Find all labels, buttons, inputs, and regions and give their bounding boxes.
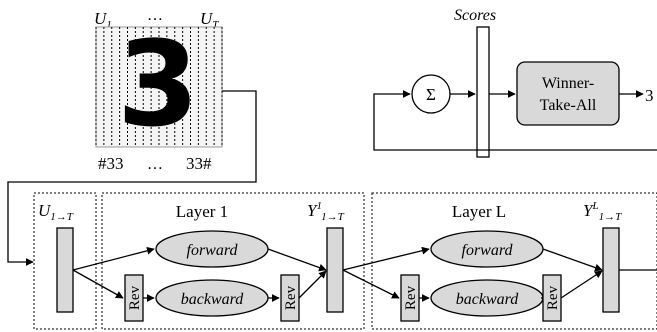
forward-to-output-l-arrow bbox=[542, 248, 603, 272]
layer-1-rev-out-label: Rev bbox=[283, 285, 299, 310]
scores-label: Scores bbox=[454, 7, 496, 24]
scores-vector bbox=[476, 26, 490, 158]
sum-symbol: Σ bbox=[426, 85, 436, 104]
layer-l-output-vector bbox=[602, 227, 620, 313]
feedback-to-sum-arrow bbox=[373, 90, 657, 151]
output-1-to-rev-l-arrow bbox=[342, 269, 400, 299]
layer-1-block: Layer 1 Y11→T forward backward Rev Rev bbox=[72, 192, 365, 330]
layer-1-frame bbox=[101, 192, 365, 330]
layer-l-arrows bbox=[342, 246, 657, 302]
output-digit: 3 bbox=[645, 86, 654, 105]
layer-l-block: Layer L YL1→T forward backward Rev Rev bbox=[342, 192, 657, 330]
input-sequence-frame bbox=[33, 192, 97, 330]
handwritten-digit: 3 bbox=[117, 15, 199, 153]
layer-l-frame bbox=[371, 192, 657, 330]
decision-panel: Scores Σ Winner- Take-All 3 bbox=[373, 7, 657, 158]
wta-label-line1: Winner- bbox=[542, 75, 594, 92]
image-to-sequence-arrow bbox=[7, 90, 257, 266]
input-to-rev-1-arrow bbox=[72, 269, 124, 299]
input-image-panel: U1 … UT 3 #33 … 33# bbox=[94, 7, 223, 173]
input-bottom-right-label: 33# bbox=[186, 154, 212, 173]
input-top-ellipsis: … bbox=[147, 7, 163, 24]
wta-label-line2: Take-All bbox=[540, 97, 597, 114]
layer-l-rev-out-label: Rev bbox=[545, 285, 561, 310]
output-1-to-forward-l-arrow bbox=[342, 246, 430, 271]
layer-1-output-label: Y11→T bbox=[307, 200, 345, 223]
winner-take-all-box bbox=[516, 61, 620, 126]
layer-l-forward-label: forward bbox=[462, 242, 514, 259]
input-to-forward-1-arrow bbox=[72, 246, 155, 271]
layer-1-backward-label: backward bbox=[181, 291, 245, 308]
rev-to-output-l-arrow bbox=[560, 270, 603, 299]
input-last-frame-label: UT bbox=[200, 9, 219, 31]
frame-slice-lines bbox=[95, 27, 223, 147]
layer-1-forward-label: forward bbox=[187, 242, 239, 259]
layer-1-output-vector bbox=[326, 227, 344, 313]
layer-1-arrows bbox=[72, 246, 327, 302]
layer-1-rev-in-label: Rev bbox=[127, 285, 143, 310]
layer-1-title: Layer 1 bbox=[176, 202, 228, 221]
input-first-frame-label: U1 bbox=[94, 9, 112, 31]
layer-l-output-label: YL1→T bbox=[583, 200, 622, 223]
input-sequence-label: U1→T bbox=[38, 201, 74, 223]
input-sequence-block: U1→T bbox=[33, 192, 97, 330]
layer-l-title: Layer L bbox=[452, 202, 506, 221]
layer-l-backward-label: backward bbox=[456, 291, 520, 308]
layer-l-rev-in-label: Rev bbox=[403, 285, 419, 310]
input-sequence-vector bbox=[56, 227, 74, 313]
input-bottom-left-label: #33 bbox=[98, 154, 124, 173]
input-bottom-ellipsis: … bbox=[147, 156, 163, 173]
forward-to-output-1-arrow bbox=[267, 248, 327, 272]
rev-to-output-1-arrow bbox=[298, 270, 327, 299]
